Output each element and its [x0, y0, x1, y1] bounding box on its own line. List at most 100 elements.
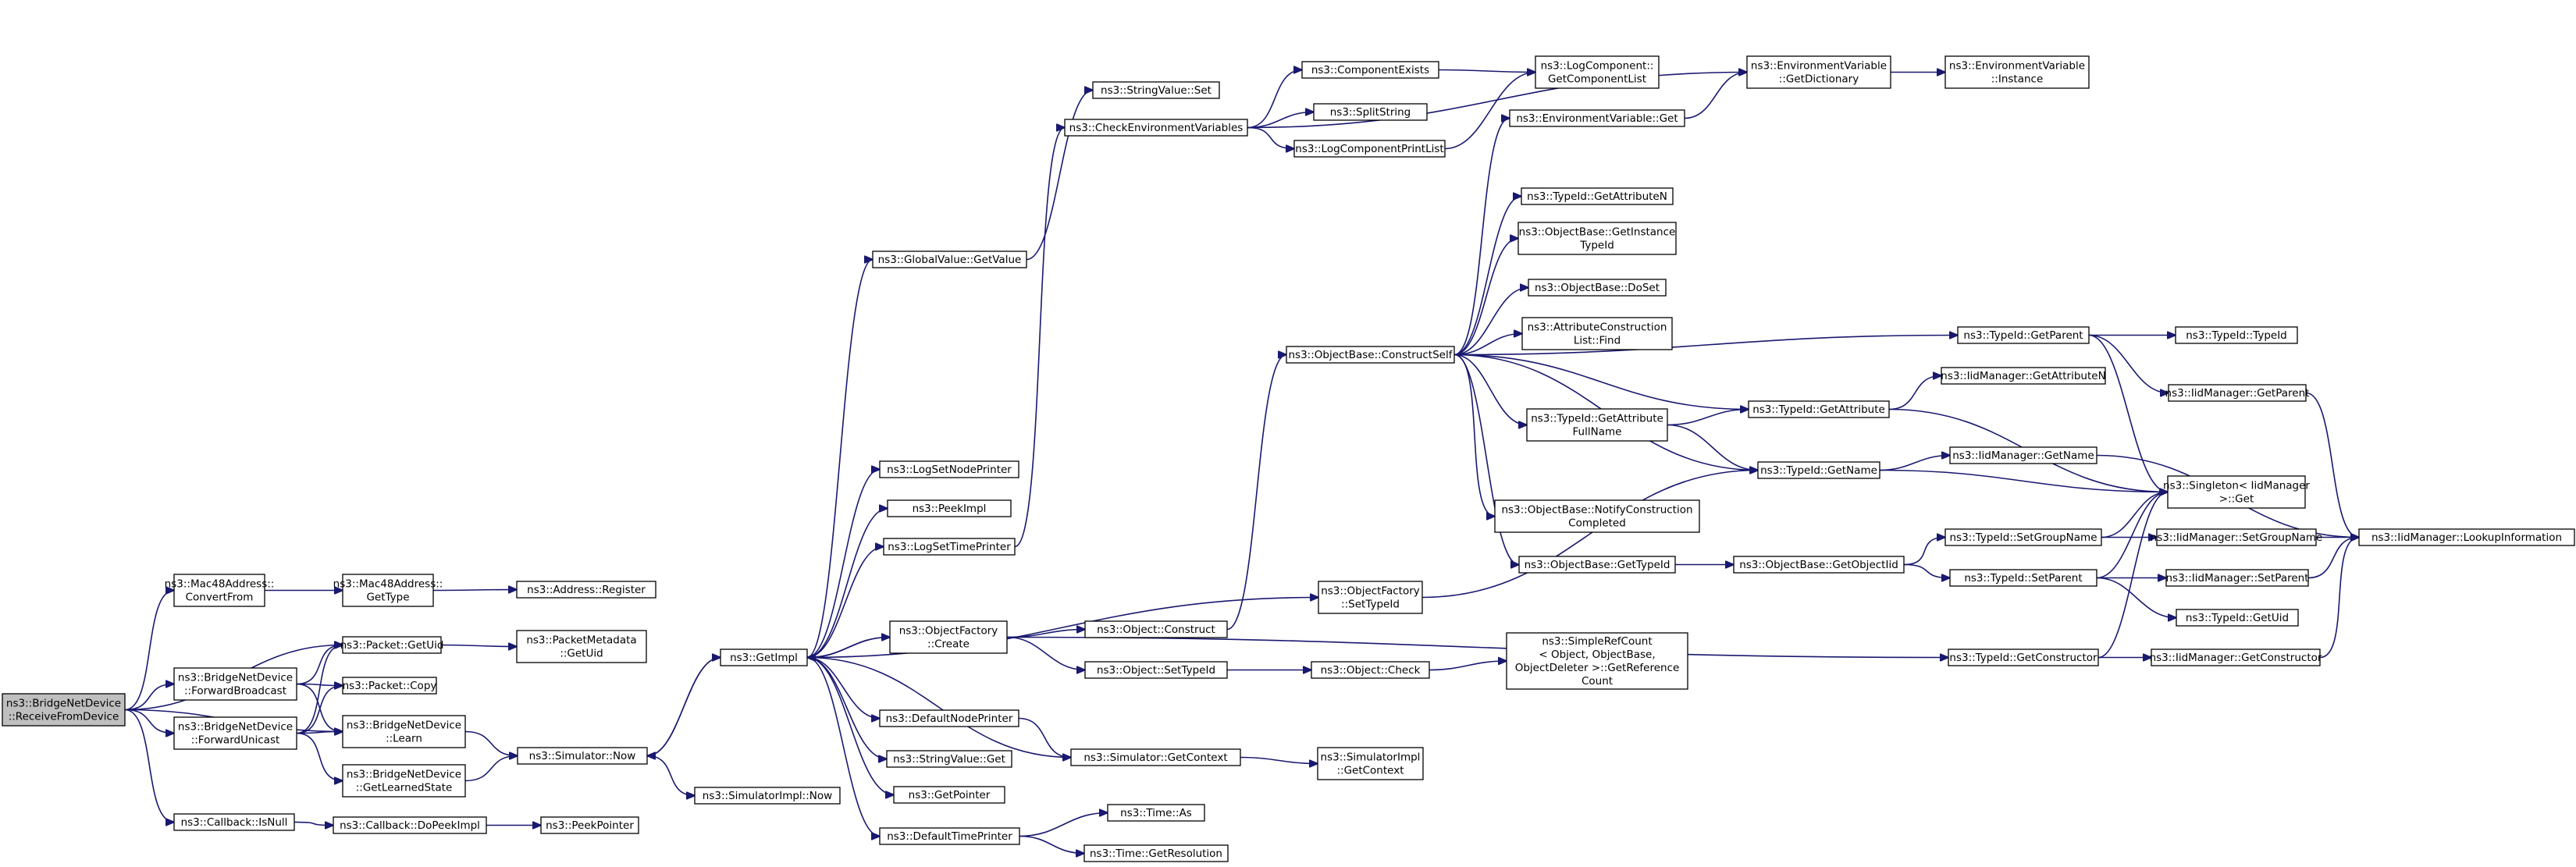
node-tidsetparent[interactable]: ns3::TypeId::SetParent	[1949, 569, 2097, 587]
node-envinst[interactable]: ns3::EnvironmentVariable::Instance	[1944, 55, 2090, 89]
node-envget[interactable]: ns3::EnvironmentVariable::Get	[1509, 109, 1685, 127]
node-compexists[interactable]: ns3::ComponentExists	[1301, 61, 1439, 79]
node-box	[1748, 400, 1890, 418]
node-label: ns3::TypeId::GetUid	[2186, 612, 2289, 624]
node-label: ns3::Object::SetTypeId	[1097, 664, 1215, 677]
node-peekptr[interactable]: ns3::PeekPointer	[540, 816, 639, 834]
node-box	[883, 538, 1016, 556]
node-simimplnow[interactable]: ns3::SimulatorImpl::Now	[694, 787, 841, 805]
node-box	[872, 251, 1027, 268]
node-tidgetparent[interactable]: ns3::TypeId::GetParent	[1957, 326, 2090, 344]
node-tidgetattr[interactable]: ns3::TypeId::GetAttribute	[1748, 400, 1890, 418]
edge-obconstructself-to-tidgetattr	[1453, 354, 1749, 410]
node-simpleref[interactable]: ns3::SimpleRefCount< Object, ObjectBase,…	[1506, 632, 1688, 690]
node-box	[1757, 461, 1880, 479]
node-iidlookup[interactable]: ns3::IidManager::LookupInformation	[2358, 528, 2575, 546]
node-obconstructself[interactable]: ns3::ObjectBase::ConstructSelf	[1286, 346, 1455, 364]
node-ofcreate[interactable]: ns3::ObjectFactory::Create	[889, 620, 1008, 654]
node-pktcopy[interactable]: ns3::Packet::Copy	[342, 677, 437, 695]
edge-obconstructself-to-tidgetparent	[1453, 336, 1958, 356]
node-getptr[interactable]: ns3::GetPointer	[893, 786, 1005, 804]
edge-learned-to-simnow	[464, 756, 518, 782]
node-svset[interactable]: ns3::StringValue::Set	[1092, 81, 1220, 99]
node-objconstruct[interactable]: ns3::Object::Construct	[1084, 620, 1228, 638]
node-pmuid[interactable]: ns3::PacketMetadata::GetUid	[516, 630, 647, 663]
node-tidgetctor[interactable]: ns3::TypeId::GetConstructor	[1948, 648, 2099, 666]
node-getimpl[interactable]: ns3::GetImpl	[720, 648, 808, 666]
node-objcheck[interactable]: ns3::Object::Check	[1311, 661, 1430, 679]
node-defnode[interactable]: ns3::DefaultNodePrinter	[879, 709, 1019, 727]
edge-line	[432, 590, 517, 591]
node-label: ns3::AttributeConstruction	[1528, 322, 1667, 334]
node-timeas[interactable]: ns3::Time::As	[1107, 804, 1205, 822]
node-label: < Object, ObjectBase,	[1539, 648, 1655, 661]
node-envdict[interactable]: ns3::EnvironmentVariable::GetDictionary	[1746, 55, 1891, 89]
node-fwdunicast[interactable]: ns3::BridgeNetDevice::ForwardUnicast	[173, 716, 297, 750]
node-logcomplist[interactable]: ns3::LogComponent::GetComponentList	[1535, 55, 1660, 89]
node-box	[1518, 556, 1676, 574]
node-deftime[interactable]: ns3::DefaultTimePrinter	[879, 827, 1020, 845]
node-learn[interactable]: ns3::BridgeNetDevice::Learn	[342, 715, 466, 748]
edge-obgetoiid-to-tidsetgroup	[1903, 538, 1945, 566]
edge-fwdunicast-to-learned	[296, 732, 343, 781]
node-label: ns3::StringValue::Set	[1101, 84, 1212, 97]
edge-line	[1888, 376, 1941, 410]
edge-learn-to-simnow	[464, 730, 518, 756]
node-obnotify[interactable]: ns3::ObjectBase::NotifyConstructionCompl…	[1494, 499, 1700, 533]
node-box	[879, 709, 1019, 727]
node-iidgetname[interactable]: ns3::IidManager::GetName	[1949, 446, 2097, 464]
node-label: ns3::Callback::IsNull	[181, 816, 288, 829]
node-simnow[interactable]: ns3::Simulator::Now	[517, 747, 648, 765]
node-addrreg[interactable]: ns3::Address::Register	[516, 581, 656, 599]
node-tidtid[interactable]: ns3::TypeId::TypeId	[2175, 326, 2298, 344]
node-simgetctx[interactable]: ns3::Simulator::GetContext	[1070, 748, 1241, 766]
node-iidgetparent[interactable]: ns3::IidManager::GetParent	[2165, 384, 2310, 402]
node-ofsettid[interactable]: ns3::ObjectFactory::SetTypeId	[1318, 581, 1423, 614]
node-box	[2156, 528, 2317, 546]
node-logsettime[interactable]: ns3::LogSetTimePrinter	[883, 538, 1016, 556]
node-receive[interactable]: ns3::BridgeNetDevice::ReceiveFromDevice	[2, 693, 126, 727]
node-tidgetuid[interactable]: ns3::TypeId::GetUid	[2176, 609, 2299, 627]
node-simimplctx[interactable]: ns3::SimulatorImpl::GetContext	[1317, 747, 1424, 780]
edge-line	[1438, 70, 1535, 73]
node-dopeek[interactable]: ns3::Callback::DoPeekImpl	[333, 816, 487, 834]
node-learned[interactable]: ns3::BridgeNetDevice::GetLearnedState	[342, 764, 466, 798]
node-mac48conv[interactable]: ns3::Mac48Address::ConvertFrom	[165, 574, 275, 607]
node-label: ::Instance	[1991, 73, 2044, 86]
node-logsetnode[interactable]: ns3::LogSetNodePrinter	[879, 460, 1019, 478]
node-tidgetname[interactable]: ns3::TypeId::GetName	[1757, 461, 1880, 479]
node-iidgetattrn[interactable]: ns3::IidManager::GetAttributeN	[1941, 367, 2106, 385]
node-iidsetparent[interactable]: ns3::IidManager::SetParent	[2165, 569, 2309, 587]
node-checkenv[interactable]: ns3::CheckEnvironmentVariables	[1064, 119, 1248, 137]
node-peekimpl[interactable]: ns3::PeekImpl	[887, 499, 1012, 517]
node-iidgetctor[interactable]: ns3::IidManager::GetConstructor	[2150, 648, 2322, 666]
node-iidsetgroup[interactable]: ns3::IidManager::SetGroupName	[2151, 528, 2323, 546]
node-mac48type[interactable]: ns3::Mac48Address::GetType	[333, 574, 443, 607]
node-obgetoiid[interactable]: ns3::ObjectBase::GetObjectIid	[1733, 556, 1905, 574]
node-svget[interactable]: ns3::StringValue::Get	[886, 750, 1012, 768]
edge-line	[124, 591, 174, 711]
node-pktuid[interactable]: ns3::Packet::GetUid	[340, 636, 444, 654]
edge-line	[807, 636, 891, 658]
node-logcompprint[interactable]: ns3::LogComponentPrintList	[1293, 140, 1446, 158]
edge-line	[296, 732, 343, 734]
node-obdoset[interactable]: ns3::ObjectBase::DoSet	[1528, 279, 1667, 297]
node-label: ns3::Packet::GetUid	[340, 639, 444, 652]
node-gvgetvalue[interactable]: ns3::GlobalValue::GetValue	[872, 251, 1027, 268]
node-obgettid[interactable]: ns3::ObjectBase::GetTypeId	[1518, 556, 1676, 574]
node-fwdbcast[interactable]: ns3::BridgeNetDevice::ForwardBroadcast	[173, 667, 297, 701]
node-objsettid[interactable]: ns3::Object::SetTypeId	[1084, 661, 1228, 679]
edge-line	[1453, 354, 1749, 410]
node-tidgetattrn[interactable]: ns3::TypeId::GetAttributeN	[1521, 187, 1674, 205]
node-singleton[interactable]: ns3::Singleton< IidManager>::Get	[2163, 475, 2310, 509]
node-box	[1733, 556, 1905, 574]
node-label: ns3::TypeId::GetAttribute	[1531, 413, 1663, 425]
node-label: ns3::TypeId::GetParent	[1963, 329, 2083, 342]
node-cbisnull[interactable]: ns3::Callback::IsNull	[173, 813, 295, 831]
node-timeres[interactable]: ns3::Time::GetResolution	[1083, 844, 1229, 862]
node-splitstr[interactable]: ns3::SplitString	[1313, 103, 1428, 121]
node-tidsetgroup[interactable]: ns3::TypeId::SetGroupName	[1944, 528, 2102, 546]
